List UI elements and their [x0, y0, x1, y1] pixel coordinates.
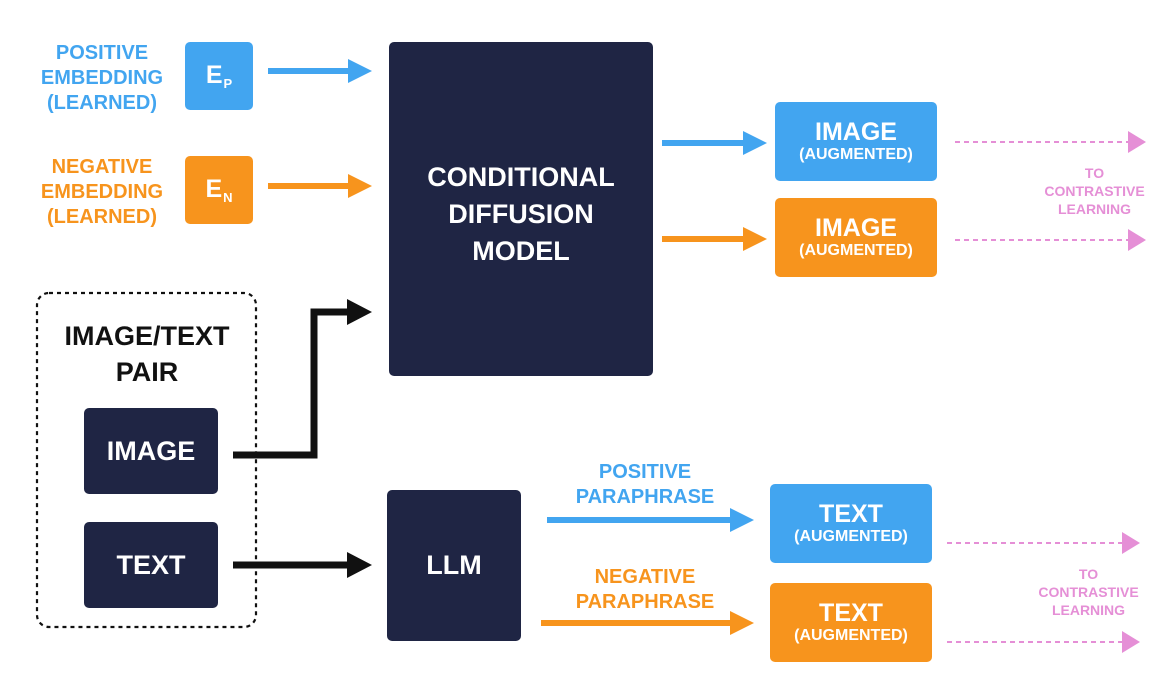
- arrow-text-neg-head: [730, 611, 754, 635]
- dotted-out-text-pos-head: [1122, 532, 1140, 554]
- pair-title: IMAGE/TEXT PAIR: [38, 318, 256, 390]
- to-contrastive-top-line-1: TO: [1084, 165, 1105, 181]
- llm-label: LLM: [426, 550, 482, 581]
- en-subscript: N: [223, 190, 233, 205]
- negative-embedding-line-3: (LEARNED): [47, 206, 157, 228]
- arrow-image-neg-head: [743, 227, 767, 251]
- text-augmented-positive-node: TEXT (AUGMENTED): [770, 484, 932, 563]
- image-input-node: IMAGE: [84, 408, 218, 494]
- en-letter: E: [205, 175, 223, 203]
- negative-embedding-line-1: NEGATIVE: [51, 156, 153, 178]
- text-augmented-negative-node: TEXT (AUGMENTED): [770, 583, 932, 662]
- llm-node: LLM: [387, 490, 521, 641]
- arrow-en-head: [348, 174, 372, 198]
- image-aug-neg-sub: (AUGMENTED): [799, 242, 913, 260]
- ep-subscript: P: [223, 76, 233, 91]
- image-input-label: IMAGE: [106, 435, 196, 466]
- text-aug-pos-sub: (AUGMENTED): [794, 528, 908, 546]
- to-contrastive-top-line-3: LEARNING: [1057, 201, 1132, 217]
- positive-paraphrase-label: POSITIVE PARAPHRASE: [548, 460, 742, 510]
- dotted-out-text-neg-head: [1122, 631, 1140, 653]
- ep-letter: E: [205, 61, 223, 89]
- image-aug-pos-main: IMAGE: [815, 117, 897, 146]
- positive-embedding-label: POSITIVE EMBEDDING (LEARNED): [22, 41, 182, 116]
- arrow-image-head: [347, 299, 372, 325]
- diffusion-model-label: CONDITIONAL DIFFUSION MODEL: [427, 159, 614, 270]
- negative-paraphrase-line-1: NEGATIVE: [594, 566, 696, 588]
- dotted-out-image-neg-head: [1128, 229, 1146, 251]
- diffusion-line-1: CONDITIONAL: [427, 162, 615, 192]
- en-symbol: EN: [205, 175, 232, 205]
- text-aug-neg-sub: (AUGMENTED): [794, 627, 908, 645]
- positive-paraphrase-line-1: POSITIVE: [598, 461, 692, 483]
- to-contrastive-learning-bottom: TO CONTRASTIVE LEARNING: [1016, 565, 1161, 619]
- arrow-image-to-diffusion: [233, 308, 350, 459]
- text-input-label: TEXT: [116, 549, 186, 580]
- pair-group-border: [35, 291, 258, 629]
- negative-paraphrase-line-2: PARAPHRASE: [575, 591, 715, 613]
- negative-embedding-line-2: EMBEDDING: [40, 181, 164, 203]
- negative-embedding-label: NEGATIVE EMBEDDING (LEARNED): [22, 155, 182, 230]
- arrow-ep-head: [348, 59, 372, 83]
- to-contrastive-learning-top: TO CONTRASTIVE LEARNING: [1022, 164, 1167, 218]
- negative-paraphrase-label: NEGATIVE PARAPHRASE: [548, 565, 742, 615]
- diffusion-line-3: MODEL: [472, 236, 570, 266]
- positive-embedding-line-1: POSITIVE: [55, 42, 149, 64]
- diffusion-line-2: DIFFUSION: [448, 199, 594, 229]
- text-aug-neg-main: TEXT: [819, 598, 883, 627]
- positive-paraphrase-line-2: PARAPHRASE: [575, 486, 715, 508]
- text-aug-pos-main: TEXT: [819, 499, 883, 528]
- arrow-image-pos-head: [743, 131, 767, 155]
- arrow-text-head: [347, 552, 372, 578]
- en-node: EN: [185, 156, 253, 224]
- to-contrastive-bottom-line-2: CONTRASTIVE: [1038, 584, 1139, 600]
- image-aug-pos-sub: (AUGMENTED): [799, 146, 913, 164]
- image-augmented-positive-node: IMAGE (AUGMENTED): [775, 102, 937, 181]
- positive-embedding-line-2: EMBEDDING: [40, 67, 164, 89]
- image-aug-neg-main: IMAGE: [815, 213, 897, 242]
- ep-node: EP: [185, 42, 253, 110]
- to-contrastive-top-line-2: CONTRASTIVE: [1044, 183, 1145, 199]
- dotted-out-image-pos-head: [1128, 131, 1146, 153]
- arrow-text-pos-head: [730, 508, 754, 532]
- image-augmented-negative-node: IMAGE (AUGMENTED): [775, 198, 937, 277]
- diffusion-model-node: CONDITIONAL DIFFUSION MODEL: [389, 42, 653, 376]
- to-contrastive-bottom-line-1: TO: [1078, 566, 1099, 582]
- pair-title-line-1: IMAGE/TEXT: [64, 321, 230, 351]
- to-contrastive-bottom-line-3: LEARNING: [1051, 602, 1126, 618]
- ep-symbol: EP: [206, 61, 232, 91]
- pair-title-line-2: PAIR: [115, 357, 179, 387]
- text-input-node: TEXT: [84, 522, 218, 608]
- positive-embedding-line-3: (LEARNED): [47, 92, 157, 114]
